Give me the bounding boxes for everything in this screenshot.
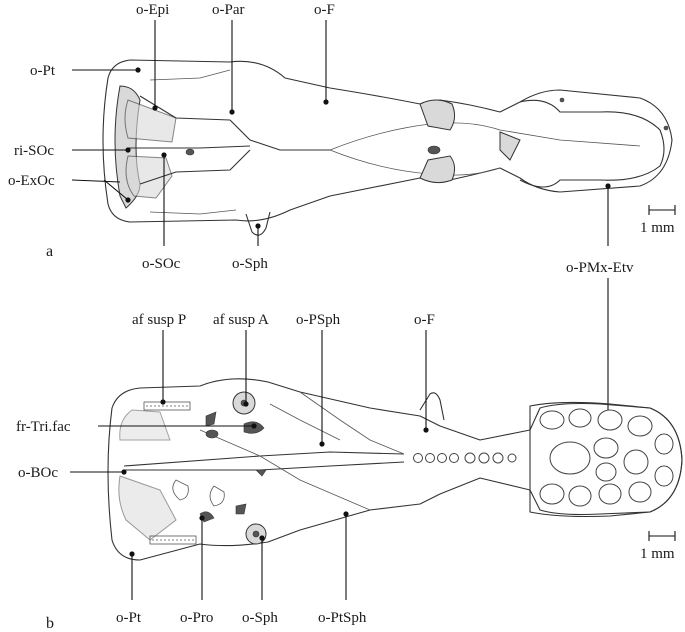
leaders-a (71, 20, 611, 423)
leaders-b (70, 330, 429, 600)
labels-b: af susp P af susp A o-PSph o-F fr-Tri.fa… (16, 312, 435, 632)
label-af-susp-a: af susp A (213, 312, 269, 328)
panel-label-b: b (46, 615, 54, 632)
ventral-view-skull (107, 378, 683, 561)
label-ri-soc: ri-SOc (14, 143, 54, 159)
panel-label-a: a (46, 243, 53, 260)
label-o-pro: o-Pro (180, 610, 213, 626)
tooth-sockets (539, 408, 674, 507)
dorsal-view-skull (102, 59, 673, 236)
label-o-sph: o-Sph (232, 256, 268, 272)
label-fr-tri-fac: fr-Tri.fac (16, 419, 71, 435)
label-o-ptsph: o-PtSph (318, 610, 367, 626)
label-o-f-b: o-F (414, 312, 435, 328)
label-o-sph-b: o-Sph (242, 610, 278, 626)
label-o-par: o-Par (212, 2, 245, 18)
label-o-boc: o-BOc (18, 465, 58, 481)
label-o-psph: o-PSph (296, 312, 341, 328)
label-o-epi: o-Epi (136, 2, 169, 18)
scale-bar-b-label: 1 mm (640, 546, 675, 562)
label-o-soc: o-SOc (142, 256, 181, 272)
label-af-susp-p: af susp P (132, 312, 186, 328)
scale-bar-b: 1 mm (640, 531, 676, 562)
label-o-exoc: o-ExOc (8, 173, 55, 189)
label-o-pmx-etv: o-PMx-Etv (566, 260, 634, 276)
scale-bar-a-label: 1 mm (640, 220, 675, 236)
labels-a: o-Epi o-Par o-F o-Pt ri-SOc o-ExOc o-SOc… (8, 2, 634, 276)
label-o-pt-b: o-Pt (116, 610, 142, 626)
parasphenoid-teeth (413, 452, 517, 464)
label-o-f: o-F (314, 2, 335, 18)
scale-bar-a: 1 mm (640, 205, 676, 236)
label-o-pt: o-Pt (30, 63, 56, 79)
